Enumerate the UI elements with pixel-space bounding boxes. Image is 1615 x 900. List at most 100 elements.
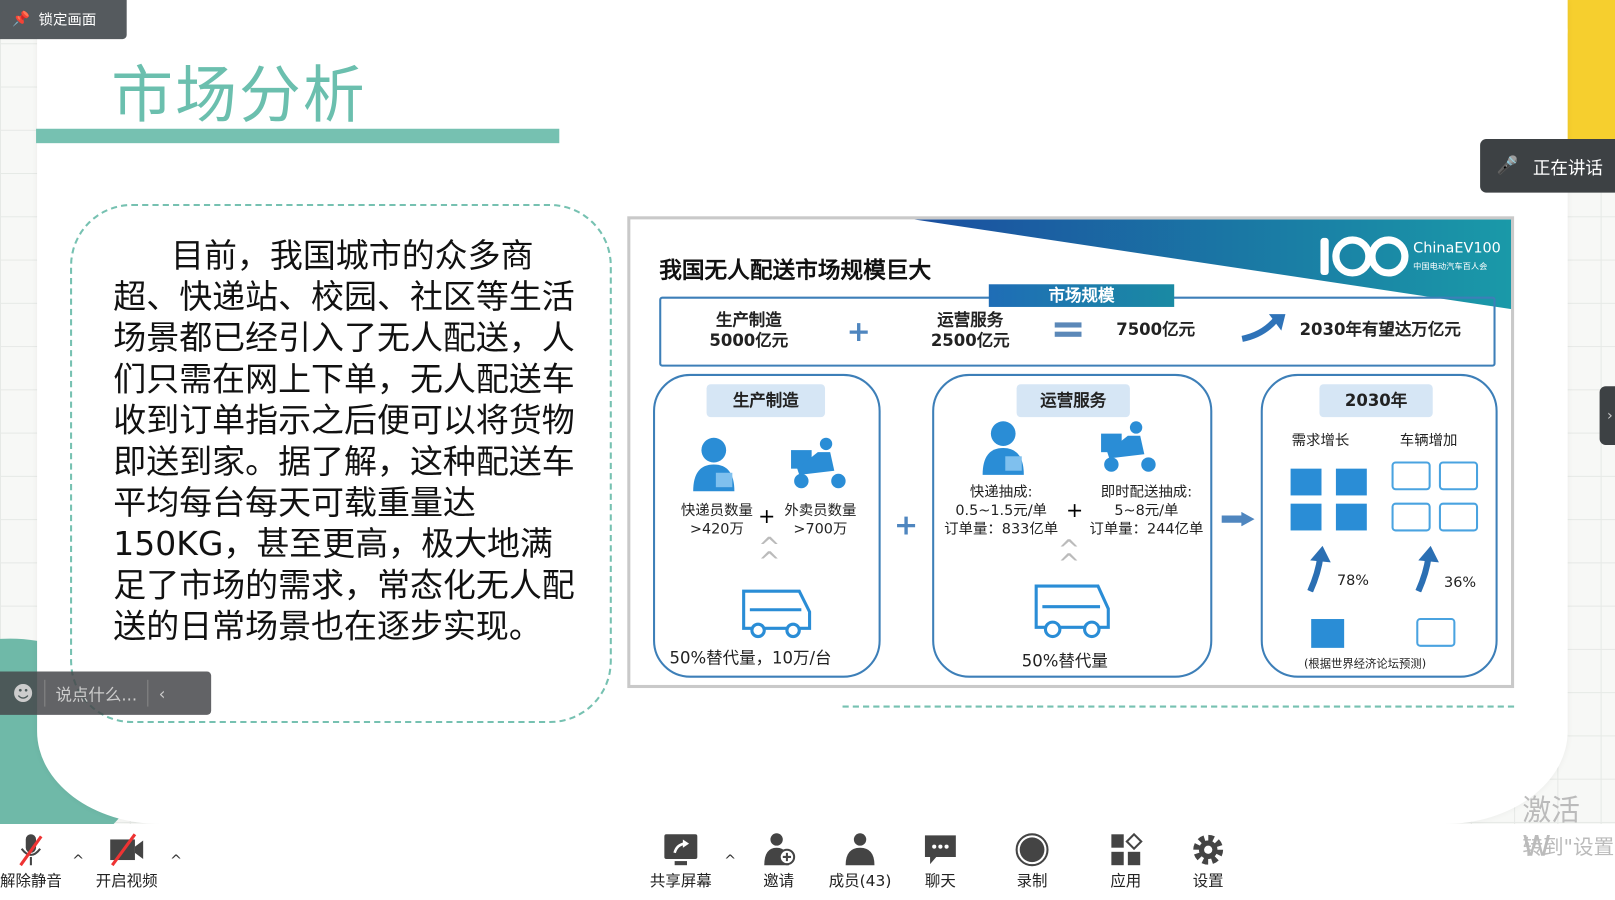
apps-label: 应用	[1110, 871, 1142, 890]
chat-bubble-icon	[924, 835, 956, 865]
boxes-icon	[1290, 468, 1367, 531]
share-screen-label: 共享屏幕	[649, 871, 712, 890]
courier-icon	[982, 421, 1024, 475]
pin-icon: 📌	[12, 11, 31, 28]
demand-growth-label: 需求增长	[1291, 432, 1350, 450]
collapse-chevron-icon[interactable]: ‹	[158, 683, 166, 703]
share-screen-icon	[664, 834, 698, 866]
double-chevron-up-icon: ^^	[758, 532, 781, 578]
activation-watermark: 激活 W	[1522, 793, 1581, 864]
lock-screen-button[interactable]: 📌 锁定画面	[0, 0, 127, 40]
chat-button[interactable]: 聊天	[920, 832, 961, 891]
instant-commission-label: 即时配送抽成:	[1100, 484, 1193, 501]
slide-title: 市场分析	[111, 59, 367, 132]
delivery-scooter-icon	[1101, 421, 1156, 472]
separator	[44, 679, 46, 707]
separator	[147, 679, 149, 707]
person-icon	[845, 833, 875, 866]
up-arrow-icon	[1415, 545, 1439, 593]
chat-label: 聊天	[924, 871, 956, 890]
replacement-rate: 50%替代量	[1021, 650, 1108, 671]
plus-icon: +	[894, 507, 919, 542]
text-frame	[70, 203, 612, 724]
activation-watermark-sub: 转到"设置	[1522, 834, 1615, 860]
summary-total: 7500亿元	[1116, 319, 1196, 339]
side-panel-toggle[interactable]: ›	[1599, 386, 1615, 445]
forecast-source-note: (根据世界经济论坛预测)	[1303, 657, 1427, 671]
instant-orders: 订单量：244亿单	[1089, 521, 1204, 538]
share-options-chevron-icon[interactable]: ^	[724, 852, 737, 870]
start-video-button[interactable]: 开启视频	[93, 832, 161, 891]
record-label: 录制	[1016, 871, 1048, 890]
equals-icon	[1054, 322, 1082, 337]
replacement-rate: 50%替代量，10万/台	[669, 647, 832, 668]
rising-arrow-icon	[1241, 314, 1286, 342]
record-icon	[1015, 833, 1049, 867]
speaking-label: 正在讲话	[1532, 158, 1603, 179]
plus-icon: +	[1066, 497, 1084, 523]
summary-b-label: 运营服务	[937, 310, 1004, 330]
instant-commission: 5~8元/单	[1114, 502, 1179, 520]
record-button[interactable]: 录制	[1011, 832, 1052, 891]
camera-off-icon	[110, 833, 144, 867]
share-screen-button[interactable]: 共享屏幕	[647, 832, 715, 891]
chat-input-bar[interactable]: ☻ 说点什么... ‹	[0, 671, 212, 715]
invite-button[interactable]: 邀请	[758, 832, 799, 891]
speaking-indicator: 🎤 正在讲话	[1480, 139, 1615, 193]
mic-muted-icon	[19, 834, 43, 867]
panel-operations: 运营服务 快递抽成:0.5~1.5元/单订单量：833亿单 + 即时配送抽成:5…	[932, 373, 1213, 678]
double-chevron-up-icon: ^^	[1057, 534, 1081, 580]
add-user-icon	[764, 833, 796, 866]
vehicle-increase-pct: 36%	[1444, 574, 1477, 592]
summary-b-value: 2500亿元	[930, 330, 1010, 351]
vehicle-increase-label: 车辆增加	[1399, 432, 1458, 450]
courier-orders: 订单量：833亿单	[944, 521, 1059, 538]
panel-2030: 2030年 需求增长 车辆增加 78% 36% (根据世界经济论坛预测)	[1260, 373, 1498, 678]
settings-button[interactable]: 设置	[1188, 832, 1229, 891]
apps-button[interactable]: 应用	[1105, 832, 1146, 891]
market-size-tab: 市场规模	[988, 284, 1175, 307]
logo-text: ChinaEV100	[1413, 239, 1501, 257]
courier-count: 快递员数量>420万	[680, 502, 753, 538]
summary-a-value: 5000亿元	[709, 330, 789, 351]
invite-label: 邀请	[763, 871, 795, 890]
slide-body-text: 目前，我国城市的众多商超、快递站、校园、社区等生活场景都已经引入了无人配送，人们…	[113, 235, 575, 646]
vans-icon	[1391, 461, 1479, 532]
video-options-chevron-icon[interactable]: ^	[169, 852, 183, 870]
panel-header: 运营服务	[1016, 384, 1130, 418]
right-arrow-icon	[1221, 511, 1255, 527]
unmute-label: 解除静音	[0, 871, 62, 890]
lock-label: 锁定画面	[38, 12, 97, 29]
emoji-icon[interactable]: ☻	[12, 680, 34, 706]
up-arrow-icon	[1307, 545, 1331, 593]
delivery-count: 外卖员数量>700万	[784, 502, 857, 538]
plus-icon: +	[846, 314, 871, 349]
courier-commission-label: 快递抽成:	[969, 484, 1033, 501]
apps-icon	[1111, 832, 1143, 866]
unmute-button[interactable]: 解除静音	[0, 832, 62, 891]
box-icon	[1311, 619, 1345, 648]
panel-header: 2030年	[1319, 384, 1433, 418]
gear-icon	[1193, 834, 1224, 865]
delivery-van-icon	[1034, 584, 1110, 639]
plus-icon: +	[758, 503, 776, 529]
infographic-image: ChinaEV100 中国电动汽车百人会 我国无人配送市场规模巨大 市场规模 生…	[627, 216, 1515, 689]
members-button[interactable]: 成员(43)	[826, 832, 894, 891]
chat-input[interactable]: 说点什么...	[55, 684, 138, 705]
divider	[842, 705, 1515, 708]
demand-growth-pct: 78%	[1336, 572, 1369, 590]
panel-header: 生产制造	[706, 384, 826, 418]
infographic-title: 我国无人配送市场规模巨大	[659, 258, 932, 285]
mic-muted-icon: 🎤	[1496, 155, 1519, 177]
logo-100-icon	[1320, 236, 1409, 277]
courier-commission: 0.5~1.5元/单	[955, 502, 1047, 520]
delivery-scooter-icon	[791, 437, 846, 489]
summary-forecast: 2030年有望达万亿元	[1299, 319, 1461, 339]
van-icon	[1416, 617, 1456, 647]
logo-subtext: 中国电动汽车百人会	[1413, 261, 1488, 271]
settings-label: 设置	[1192, 871, 1224, 890]
title-underline	[36, 128, 560, 144]
audio-options-chevron-icon[interactable]: ^	[72, 852, 85, 870]
panel-manufacturing: 生产制造 快递员数量>420万 + 外卖员数量>700万 ^^ 50%替代量，1…	[653, 373, 881, 678]
